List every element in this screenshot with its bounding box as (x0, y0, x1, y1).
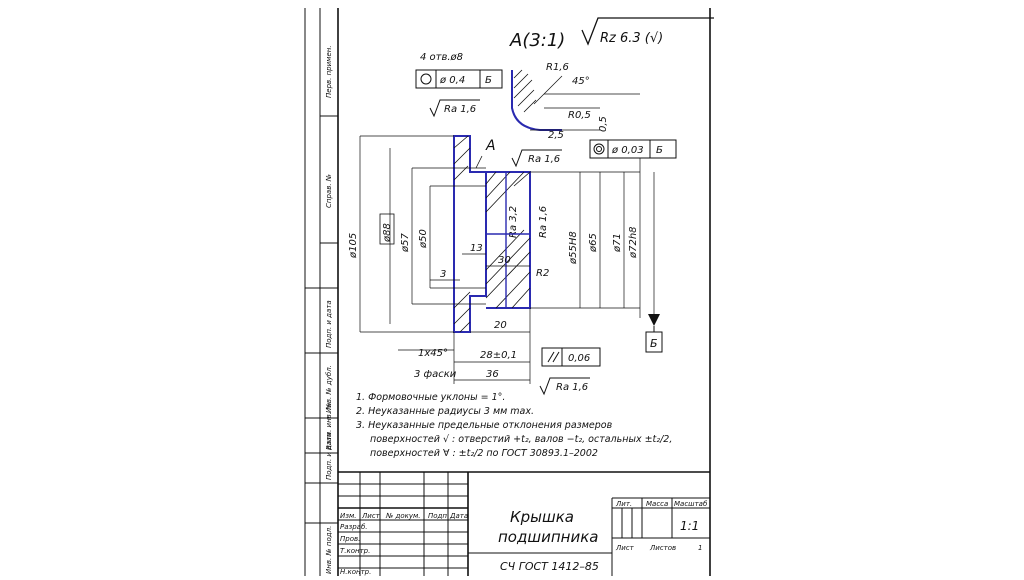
note-line: поверхностей √ : отверстий +t₂, валов −t… (370, 434, 672, 445)
tb-lit-label: Лит. (615, 500, 632, 508)
roughness-bottom: Ra 1,6 (556, 382, 588, 393)
tb-sheet-label: Лист (615, 544, 635, 552)
margin-label: Перв. примен. (325, 45, 333, 98)
position-tolerance-value: ø 0,4 (439, 75, 465, 86)
dim-r-small: R0,5 (568, 110, 591, 121)
tb-role: Пров. (340, 535, 360, 543)
roughness-flange: Ra 1,6 (444, 104, 476, 115)
tb-sheets-label: Листов (649, 544, 676, 552)
tb-scale-value: 1:1 (680, 519, 699, 533)
position-tolerance-frame (415, 69, 503, 89)
runout-value: ø 0,03 (611, 145, 644, 156)
margin-label: Инв. № подл. (325, 526, 333, 574)
roughness-bore-b: Ra 1,6 (538, 206, 549, 238)
tb-col-header: Дата (449, 512, 468, 520)
dim-r2: R2 (536, 268, 549, 279)
runout-datum: Б (656, 145, 663, 156)
dim-d105: ø105 (348, 233, 359, 259)
detail-a: R1,6 45° R0,5 2,5 0,5 (511, 62, 640, 141)
datum-b (645, 172, 663, 353)
margin-label: Подп. и дата (325, 432, 333, 480)
dim-d72: ø72h8 (628, 226, 639, 259)
margin-label: Взам. инв. № (325, 402, 333, 450)
dim-20: 20 (494, 320, 507, 331)
position-datum: Б (485, 75, 492, 86)
technical-drawing: Перв. примен. Справ. № Подп. и дата Инв.… (304, 8, 718, 576)
dim-30: 30 (498, 255, 511, 266)
note-line: 2. Неуказанные радиусы 3 мм max. (356, 406, 534, 417)
datum-b-label: Б (650, 337, 658, 350)
part-title-line2: подшипника (498, 528, 598, 546)
part-title-line1: Крышка (510, 508, 574, 526)
tb-mass-label: Масса (646, 500, 668, 508)
title-block (338, 471, 710, 576)
margin-label: Справ. № (325, 174, 333, 208)
tb-sheets-value: 1 (698, 544, 702, 552)
tb-role: Н.контр. (340, 568, 371, 576)
dim-13: 13 (470, 243, 483, 254)
tb-role: Т.контр. (340, 547, 370, 555)
chamfer-note: 3 фаски (414, 369, 457, 380)
dim-d65: ø65 (588, 233, 599, 253)
dim-0-5: 0,5 (598, 116, 609, 132)
dim-r-top: R1,6 (546, 62, 569, 73)
tb-col-header: № докум. (385, 512, 421, 520)
drawing-sheet: Перв. примен. Справ. № Подп. и дата Инв.… (300, 8, 718, 576)
note-line: 3. Неуказанные предельные отклонения раз… (356, 420, 613, 431)
section-marker-a: A (485, 138, 496, 154)
roughness-general: Rz 6.3 (√) (600, 31, 663, 46)
tb-col-header: Лист (361, 512, 381, 520)
note-line: 1. Формовочные уклоны = 1°. (356, 392, 505, 403)
parallelism-frame (541, 347, 601, 367)
tb-col-header: Изм. (340, 512, 356, 520)
margin-label: Инв. № дубл. (325, 365, 333, 413)
part-section (453, 135, 531, 333)
dim-28: 28±0,1 (480, 350, 517, 361)
runout-frame (589, 139, 677, 159)
dim-36: 36 (486, 369, 499, 380)
material-spec: СЧ ГОСТ 1412–85 (500, 560, 599, 573)
tb-col-header: Подп. (428, 512, 449, 520)
dim-angle: 45° (572, 76, 590, 87)
tb-role: Разраб. (340, 523, 368, 531)
dim-d71: ø71 (612, 233, 623, 253)
parallelism-value: 0,06 (568, 353, 590, 364)
roughness-sign (581, 17, 718, 46)
margin-label: Подп. и дата (325, 300, 333, 348)
dim-3: 3 (440, 269, 446, 280)
length-dims (398, 253, 531, 384)
holes-label: 4 отв.ø8 (420, 52, 463, 63)
view-label: A(3:1) (509, 30, 565, 51)
note-line: поверхностей ∀ : ±t₂/2 по ГОСТ 30893.1–2… (370, 448, 598, 459)
tb-scale-label: Масштаб (674, 500, 708, 508)
dim-d88: ø88 (382, 223, 393, 243)
roughness-bore-a: Ra 3,2 (508, 206, 519, 238)
roughness-top-bore: Ra 1,6 (528, 154, 560, 165)
dim-chamfer: 1x45° (418, 348, 448, 359)
diameter-dims (359, 135, 641, 333)
dim-d50: ø50 (418, 229, 429, 249)
dim-2-5: 2,5 (548, 130, 564, 141)
dim-d55: ø55Н8 (568, 231, 579, 265)
dim-d57: ø57 (400, 233, 411, 253)
